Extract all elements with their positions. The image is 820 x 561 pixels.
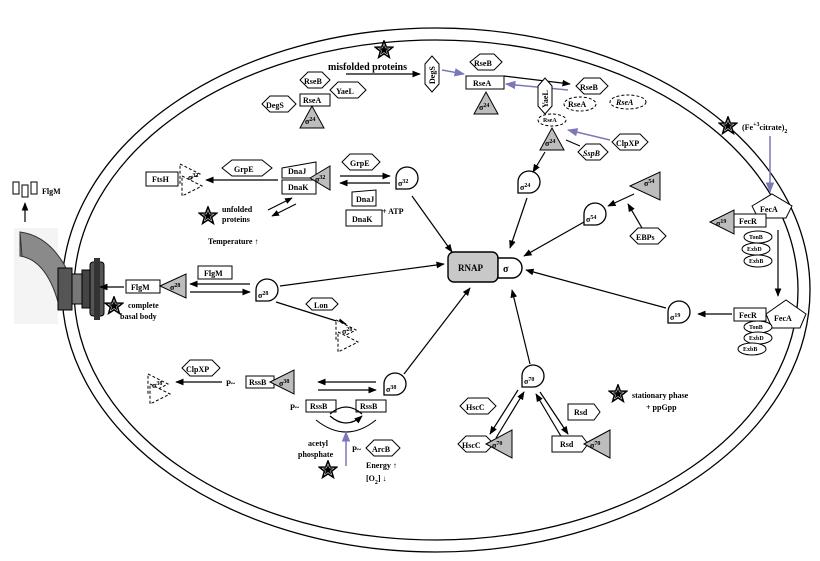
rseb-left-label: RseB — [304, 77, 322, 86]
exbb-top-label: ExbB — [749, 259, 763, 265]
acetylphosphate-star-icon — [318, 460, 338, 479]
ftsh-label: FtsH — [152, 175, 170, 184]
complete-label: complete — [128, 301, 159, 310]
basal-body-label: basal body — [120, 312, 157, 321]
energy-label: Energy ↑ — [366, 461, 397, 470]
atp-label: + ATP — [382, 207, 404, 216]
dnaj-left-label: DnaJ — [288, 167, 306, 176]
sigma38-degraded-label: σ38 — [152, 381, 162, 390]
sigma38-complex-label: σ38 — [279, 379, 289, 388]
rsea-right-label: RseA — [568, 100, 586, 109]
rssb-complex-label: RssB — [249, 378, 267, 387]
exbd-top-label: ExbD — [747, 247, 762, 253]
rsd-top-label: Rsd — [574, 408, 588, 417]
sigma19-free-label: σ19 — [670, 313, 680, 322]
ebps-label: EBPs — [636, 233, 655, 242]
sigma19-complex-label: σ19 — [716, 219, 726, 228]
arcb-label: ArcB — [372, 445, 391, 454]
sigma28-degraded-label: σ28 — [342, 327, 352, 336]
sigma28-free-label: σ28 — [258, 291, 268, 300]
feca-bottom-label: FecA — [774, 314, 792, 323]
rsd-complex-label: Rsd — [560, 440, 574, 449]
rnap-sigma-label: σ — [503, 264, 509, 275]
rseb-center-label: RseB — [474, 59, 492, 68]
rseb-right-label: RseB — [580, 83, 598, 92]
sigma54-free-label: σ54 — [586, 215, 596, 224]
flgm-free-label: FlgM — [204, 269, 223, 278]
sigma24-free-label: σ24 — [520, 183, 530, 192]
p-rssb-label: P~ — [290, 403, 300, 412]
sigma24-center-label: σ24 — [479, 103, 489, 112]
hscc-top-label: HscC — [466, 403, 485, 412]
tonb-bottom-label: TonB — [749, 325, 763, 331]
sigma28-complex-label: σ28 — [170, 283, 180, 292]
sigma32-complex-label: σ32 — [315, 175, 325, 184]
sigma38-free-label: σ38 — [386, 385, 396, 394]
hscc-complex-label: HscC — [462, 441, 481, 450]
unfolded-star-icon — [198, 206, 218, 225]
p-rssb-complex-label: P~ — [226, 379, 236, 388]
acetyl-label: acetyl — [308, 439, 329, 448]
o2-label: [O2] ↓ — [366, 474, 387, 486]
clpxp-left-label: ClpXP — [186, 365, 209, 374]
rsea-left-label: RseA — [303, 96, 321, 105]
sigma32-free-label: σ32 — [398, 179, 408, 188]
sigma70-hscc-label: σ70 — [492, 441, 502, 450]
rssb-phos-label: RssB — [310, 402, 328, 411]
lon-label: Lon — [314, 301, 328, 310]
sigma24-left-label: σ24 — [305, 117, 315, 126]
sspb-label: SspB — [583, 149, 601, 158]
exbd-bottom-label: ExbD — [749, 336, 764, 342]
dnak-right-label: DnaK — [352, 215, 373, 224]
rnap-label: RNAP — [458, 263, 483, 273]
yael-left-label: YaeL — [336, 87, 354, 96]
feca-top-label: FecA — [760, 205, 778, 214]
yael-vertical-label: YaeL — [541, 90, 550, 108]
complete-star-icon — [104, 296, 124, 315]
phosphate-label: phosphate — [298, 450, 334, 459]
p-arcb-label: P~ — [352, 445, 362, 454]
clpxp-top-label: ClpXP — [616, 139, 639, 148]
degs-left-label: DegS — [266, 101, 284, 110]
flgm-export-icon — [12, 181, 38, 222]
sigma54-complex-label: σ54 — [644, 179, 654, 188]
grpe-left-label: GrpE — [234, 165, 254, 174]
stationary-star-icon — [608, 384, 628, 403]
rnap-complex: RNAP σ — [447, 251, 523, 283]
degs-vertical-label: DegS — [428, 66, 437, 84]
dnaj-right-label: DnaJ — [356, 195, 374, 204]
sigma70-free-label: σ70 — [524, 377, 534, 386]
dnak-left-label: DnaK — [288, 183, 309, 192]
proteins-label: proteins — [222, 215, 250, 224]
exbb-bottom-label: ExbB — [743, 347, 757, 353]
yael-vertical-shape: YaeL — [537, 77, 553, 115]
rsea-dashed-label: RseA — [615, 98, 634, 107]
sigma70-rsd-label: σ70 — [590, 441, 600, 450]
fecr-top-label: FecR — [739, 217, 757, 226]
misfolded-label: misfolded proteins — [328, 62, 407, 73]
rssb-free-label: RssB — [360, 402, 378, 411]
degs-vertical-shape: DegS — [424, 55, 440, 93]
ppgpp-label: + ppGpp — [646, 403, 677, 412]
rsea-small-label: RseA — [543, 118, 557, 124]
grpe-right-label: GrpE — [350, 159, 370, 168]
tonb-top-label: TonB — [749, 235, 763, 241]
temperature-label: Temperature ↑ — [208, 237, 258, 246]
flgm-complex-label: FlgM — [131, 283, 150, 292]
sigma24-right-label: σ24 — [545, 139, 555, 148]
flagellum-basal-body-icon — [14, 228, 105, 324]
fecr-bottom-label: FecR — [739, 311, 757, 320]
unfolded-label: unfolded — [222, 205, 253, 214]
sigma32-degraded-label: σ32 — [188, 173, 198, 182]
rsea-center-label: RseA — [473, 79, 491, 88]
flgm-out-label: FlgM — [42, 187, 61, 196]
fe-citrate-label: (Fe+3citrate)2 — [742, 122, 787, 135]
stationary-label: stationary phase — [632, 391, 689, 400]
